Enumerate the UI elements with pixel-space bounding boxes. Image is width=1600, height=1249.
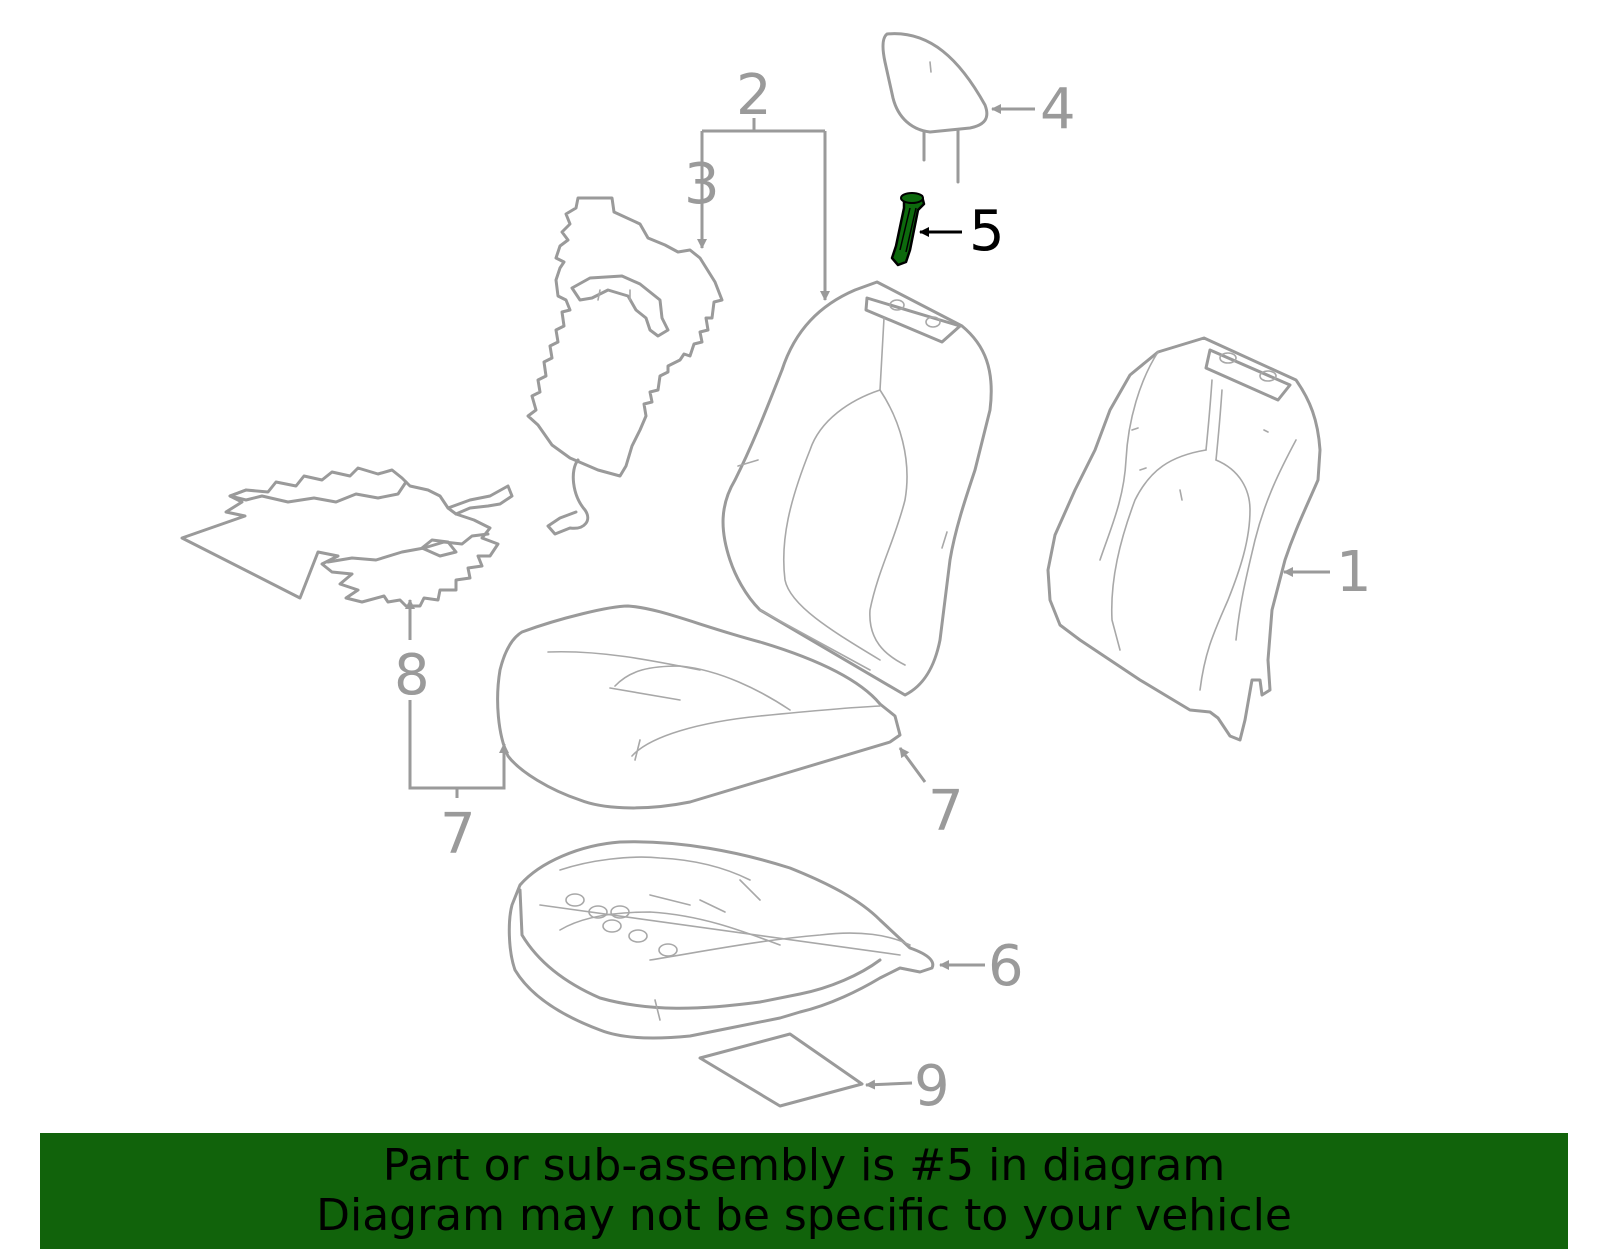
part-2-seat-back-cover[interactable] bbox=[721, 280, 993, 697]
callout-8: 8 bbox=[394, 643, 430, 708]
banner-line-2: Diagram may not be specific to your vehi… bbox=[316, 1190, 1292, 1241]
callout-9: 9 bbox=[914, 1054, 950, 1119]
part-7-seat-cushion-cover[interactable] bbox=[496, 604, 902, 810]
callout-numbers: 1 2 3 4 5 6 7 7 8 9 bbox=[394, 63, 1372, 1119]
callout-2: 2 bbox=[736, 63, 772, 128]
banner-line-1: Part or sub-assembly is #5 in diagram bbox=[382, 1140, 1226, 1191]
callout-1: 1 bbox=[1336, 540, 1372, 605]
leader-lines bbox=[405, 104, 1330, 1090]
part-1-seat-back-assembly[interactable] bbox=[1046, 336, 1322, 742]
callout-4: 4 bbox=[1040, 77, 1076, 142]
callout-7-right: 7 bbox=[928, 779, 964, 844]
callout-7-left: 7 bbox=[440, 802, 476, 867]
info-banner: Part or sub-assembly is #5 in diagram Di… bbox=[40, 1133, 1568, 1249]
callout-5: 5 bbox=[969, 199, 1005, 264]
part-6-seat-cushion-frame[interactable] bbox=[507, 840, 935, 1040]
part-9-label[interactable] bbox=[698, 1032, 864, 1108]
part-4-headrest[interactable] bbox=[881, 32, 989, 184]
part-5-headrest-guide[interactable] bbox=[890, 192, 926, 267]
callout-3: 3 bbox=[684, 152, 720, 217]
part-8-seat-heater[interactable] bbox=[180, 466, 514, 608]
callout-6: 6 bbox=[988, 934, 1024, 999]
part-3-seat-back-pad[interactable] bbox=[526, 196, 724, 536]
